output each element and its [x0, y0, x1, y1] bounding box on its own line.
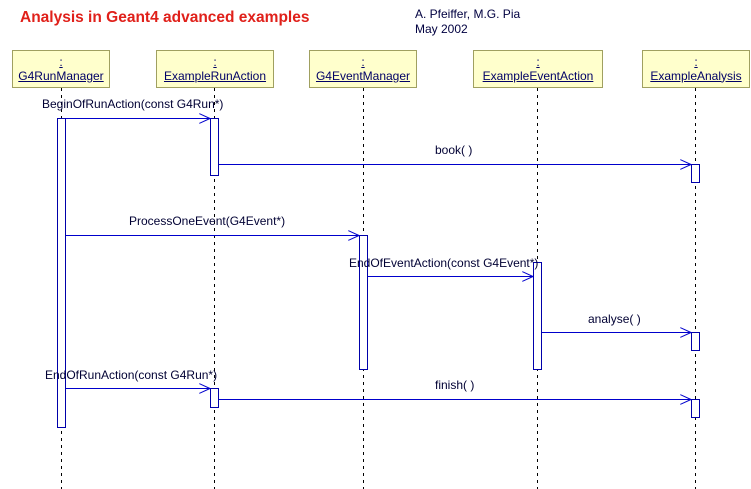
message-label-book: book( )	[435, 143, 473, 157]
author-block: A. Pfeiffer, M.G. Pia May 2002	[415, 7, 520, 37]
message-label-analyse: analyse( )	[588, 312, 641, 326]
object-colon: :	[694, 54, 698, 69]
activation-g4runmanager	[57, 118, 66, 428]
author-names: A. Pfeiffer, M.G. Pia	[415, 7, 521, 21]
activation-exampleanalysis-analyse	[691, 332, 700, 351]
object-name-g4runmanager: G4RunManager	[18, 68, 104, 83]
activation-examplerunaction-begin	[210, 118, 219, 176]
message-label-beginofrunaction: BeginOfRunAction(const G4Run*)	[42, 97, 224, 111]
object-name-exampleeventaction: ExampleEventAction	[482, 68, 594, 83]
activation-exampleeventaction	[533, 262, 542, 370]
lifeline-box-exampleeventaction[interactable]: : ExampleEventAction	[473, 50, 603, 88]
activation-g4eventmanager	[359, 235, 368, 370]
message-label-finish: finish( )	[435, 378, 475, 392]
object-name-exampleanalysis: ExampleAnalysis	[650, 68, 742, 83]
object-name-examplerunaction: ExampleRunAction	[163, 68, 267, 83]
message-label-endofrunaction: EndOfRunAction(const G4Run*)	[45, 368, 218, 382]
object-colon: :	[536, 54, 540, 69]
lifeline-box-g4eventmanager[interactable]: : G4EventManager	[309, 50, 417, 88]
object-colon: :	[213, 54, 217, 69]
message-label-endofeventaction: EndOfEventAction(const G4Event*)	[349, 256, 539, 270]
object-colon: :	[59, 54, 63, 69]
lifeline-box-g4runmanager[interactable]: : G4RunManager	[12, 50, 110, 88]
activation-exampleanalysis-finish	[691, 399, 700, 418]
activation-examplerunaction-end	[210, 388, 219, 408]
diagram-title: Analysis in Geant4 advanced examples	[20, 9, 310, 26]
lifeline-box-exampleanalysis[interactable]: : ExampleAnalysis	[642, 50, 750, 88]
lifeline-box-examplerunaction[interactable]: : ExampleRunAction	[156, 50, 274, 88]
message-label-processoneevent: ProcessOneEvent(G4Event*)	[129, 214, 286, 228]
object-colon: :	[361, 54, 365, 69]
activation-exampleanalysis-book	[691, 164, 700, 183]
object-name-g4eventmanager: G4EventManager	[315, 68, 411, 83]
author-date: May 2002	[415, 22, 468, 36]
